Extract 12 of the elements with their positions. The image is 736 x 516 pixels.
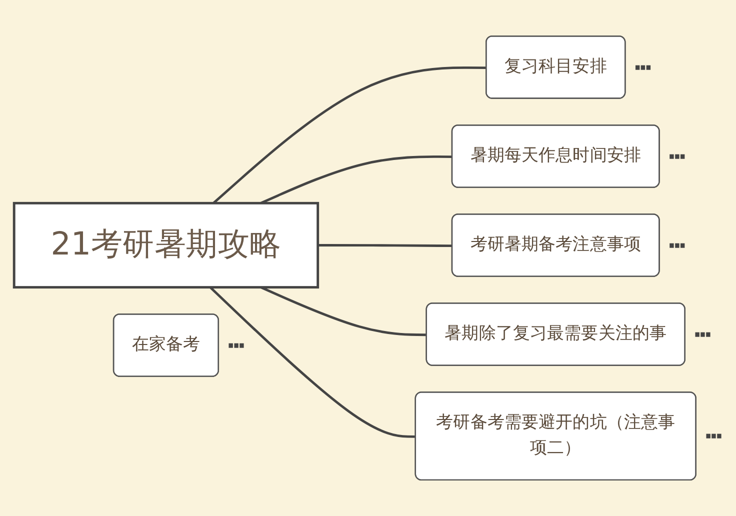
connector bbox=[318, 244, 453, 248]
node-box: 21考研暑期攻略 bbox=[12, 202, 320, 288]
collapsed-indicator: ··· bbox=[228, 336, 244, 356]
collapsed-indicator: ··· bbox=[634, 58, 652, 78]
collapsed-indicator: ··· bbox=[706, 427, 722, 448]
collapsed-indicator: ··· bbox=[694, 325, 711, 346]
connector bbox=[260, 286, 427, 336]
connector bbox=[212, 66, 487, 204]
connector bbox=[260, 155, 453, 204]
collapsed-indicator: ··· bbox=[669, 236, 686, 256]
collapsed-indicator: ··· bbox=[669, 147, 686, 168]
connector bbox=[209, 286, 416, 438]
